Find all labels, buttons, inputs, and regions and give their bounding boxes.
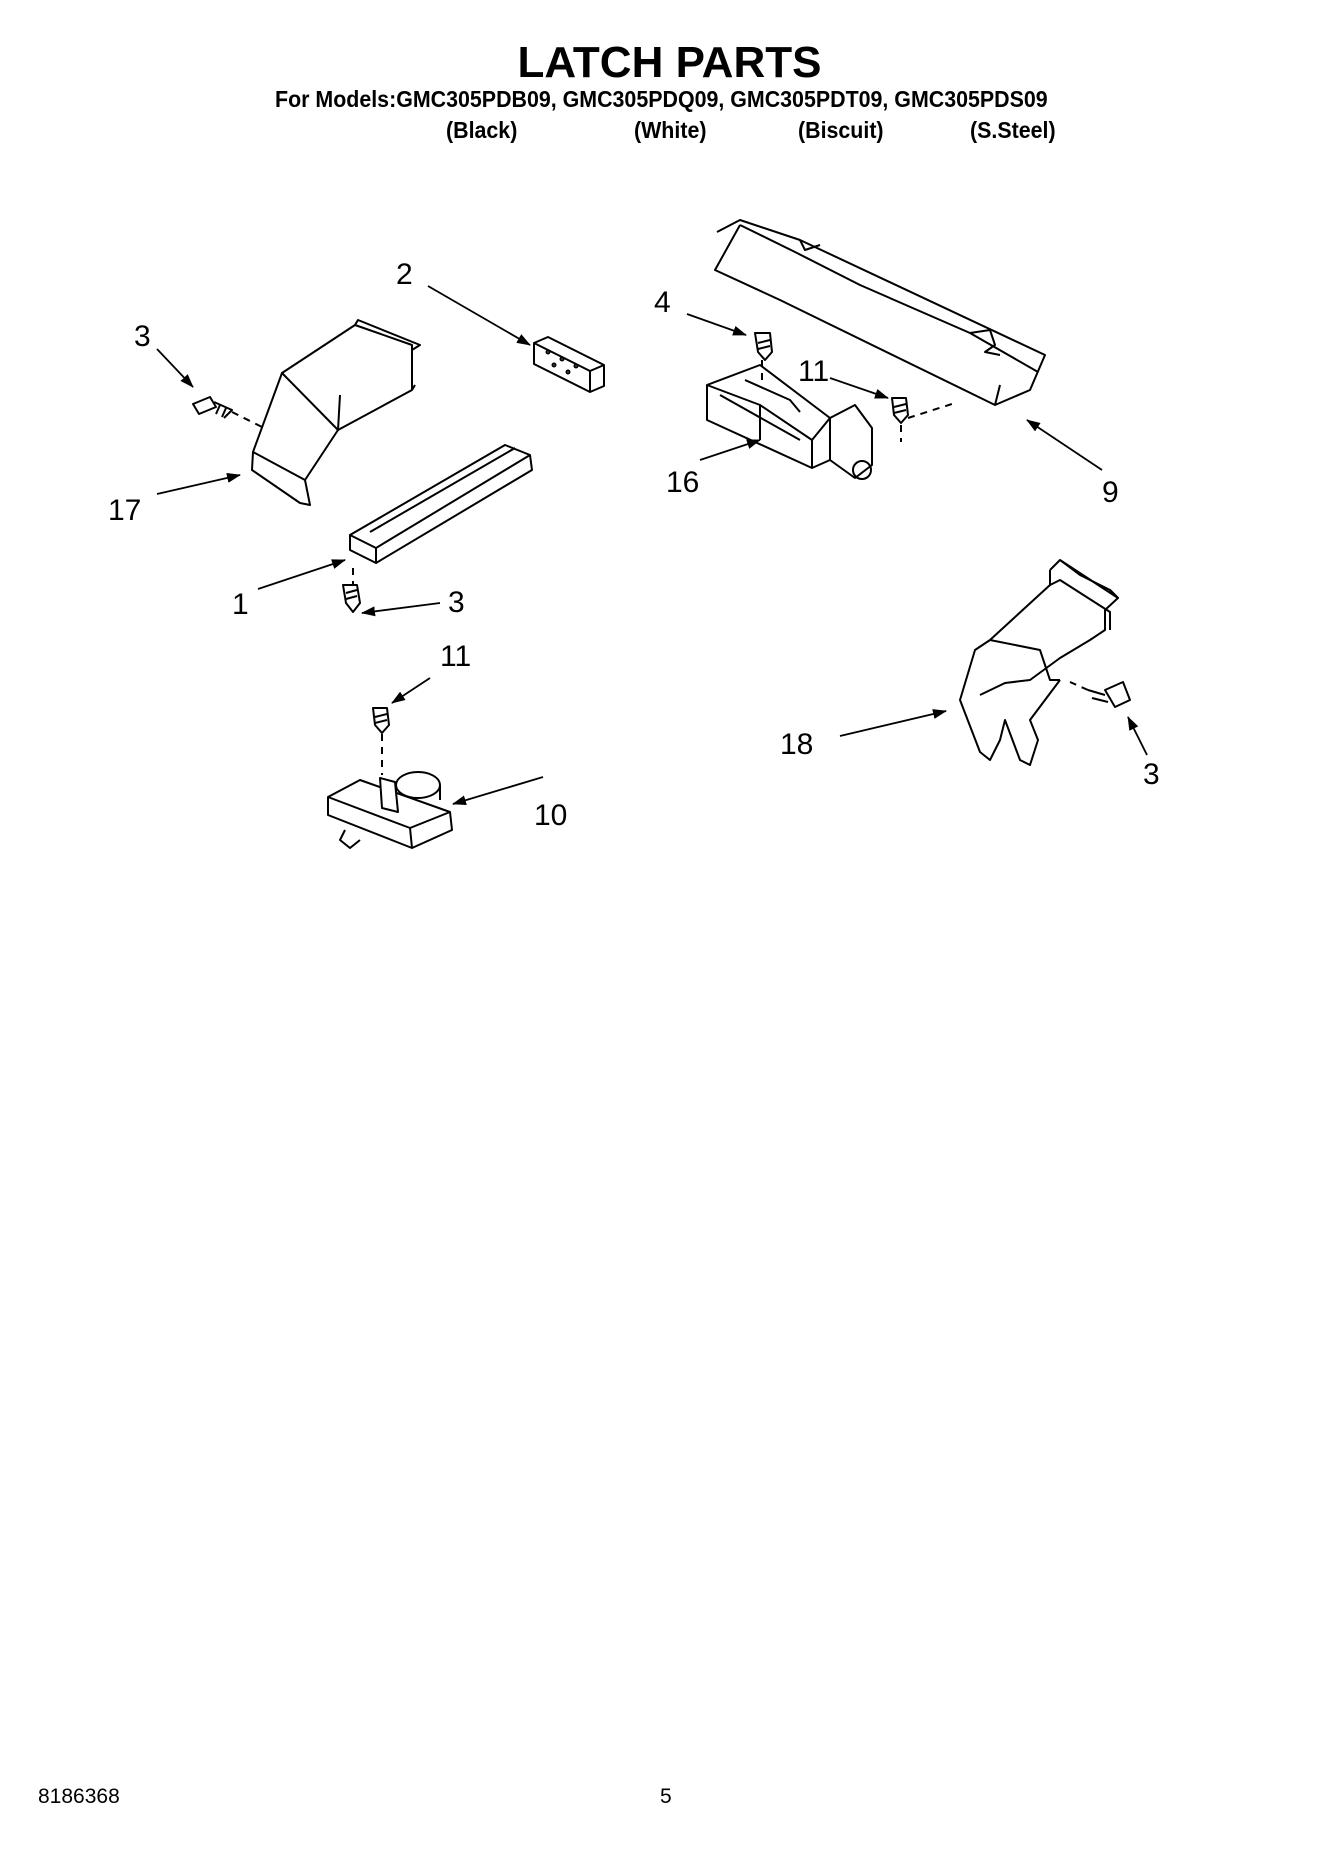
part-17-bracket: [251, 319, 421, 506]
part-18-cover: [959, 559, 1119, 766]
callout-16: 16: [666, 466, 699, 499]
models-line: For Models:GMC305PDB09, GMC305PDQ09, GMC…: [275, 86, 1048, 112]
screw-11-lower: [372, 707, 390, 734]
document-number: 8186368: [38, 1785, 120, 1808]
callout-4: 4: [654, 286, 671, 319]
callout-10: 10: [534, 799, 567, 832]
screw-3-right: [1087, 681, 1131, 708]
callout-11-lower: 11: [440, 640, 471, 673]
leader-arrows: [156, 285, 1148, 806]
part-1-bar: [349, 444, 533, 564]
callout-3-lower: 3: [448, 586, 465, 619]
callout-17: 17: [108, 494, 141, 527]
callout-3: 3: [134, 320, 151, 353]
screw-3-upper-left: [192, 396, 233, 419]
part-10-switch: [327, 771, 453, 849]
part-16-latch-assembly: [706, 364, 873, 480]
part-2-block: [533, 336, 605, 393]
callout-18: 18: [780, 728, 813, 761]
screw-11-upper: [891, 397, 909, 424]
part-9-channel: [714, 219, 1046, 406]
page-title: LATCH PARTS: [517, 38, 822, 87]
finish-ssteel: (S.Steel): [970, 117, 1056, 143]
callout-9: 9: [1102, 476, 1119, 509]
page-number: 5: [660, 1785, 672, 1808]
finish-biscuit: (Biscuit): [798, 117, 884, 143]
callout-1: 1: [232, 588, 249, 621]
screw-4: [754, 332, 773, 361]
finish-white: (White): [634, 117, 707, 143]
callout-11-upper: 11: [798, 355, 829, 388]
screw-3-lower: [342, 584, 361, 613]
finish-black: (Black): [446, 117, 518, 143]
alignment-lines: [231, 360, 1089, 775]
callout-3-right: 3: [1143, 758, 1160, 791]
callout-2: 2: [396, 258, 413, 291]
